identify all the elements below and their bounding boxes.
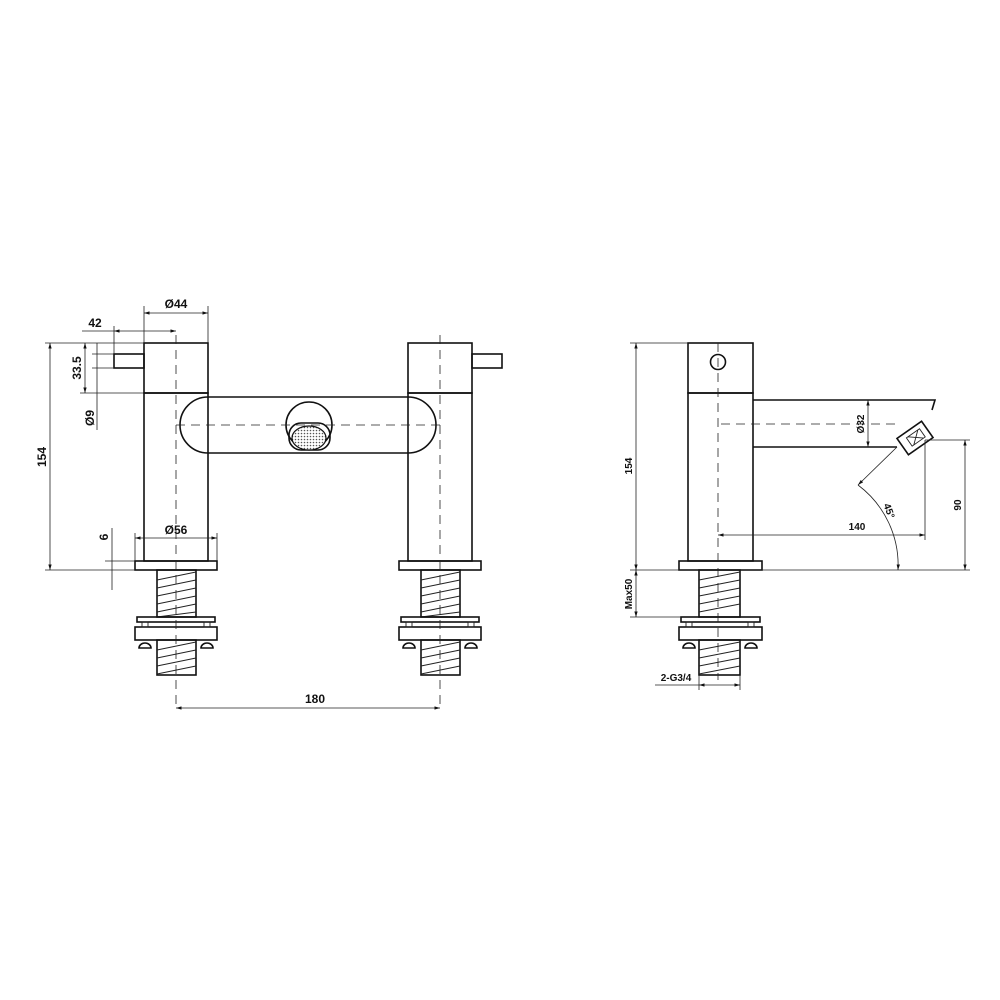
dim-base-thickness: 6 (97, 533, 111, 540)
dim-base-diameter: Ø56 (165, 523, 188, 537)
dim-thread: 2-G3/4 (661, 673, 692, 684)
front-view: Ø44 42 154 33.5 Ø9 6 Ø56 180 (35, 297, 503, 710)
dim-spout-diameter: Ø32 (856, 414, 867, 433)
right-pillar (398, 342, 503, 676)
dim-spout-angle: 45° (881, 502, 897, 520)
side-dimensions: 154 Ø32 90 140 45° Max50 2-G3/4 (624, 342, 970, 690)
dim-handle-height: 33.5 (70, 356, 84, 380)
dim-max-deck: Max50 (624, 578, 635, 609)
front-dimensions: Ø44 42 154 33.5 Ø9 6 Ø56 180 (35, 297, 440, 710)
side-view: 154 Ø32 90 140 45° Max50 2-G3/4 (624, 342, 970, 690)
dim-spout-reach: 140 (849, 522, 866, 533)
bridge-spout (179, 396, 437, 454)
dim-centres: 180 (305, 692, 325, 706)
dim-body-diameter: Ø44 (165, 297, 188, 311)
dim-side-height: 154 (624, 457, 635, 474)
dim-handle-diameter: Ø9 (83, 410, 97, 426)
left-handle (113, 353, 145, 369)
side-aerator (895, 420, 935, 456)
dim-handle-length: 42 (88, 316, 102, 330)
dim-height: 154 (35, 447, 49, 467)
aerator-icon (291, 425, 327, 451)
right-handle (471, 353, 503, 369)
handle-hole (709, 353, 727, 371)
dim-spout-height: 90 (953, 499, 964, 511)
